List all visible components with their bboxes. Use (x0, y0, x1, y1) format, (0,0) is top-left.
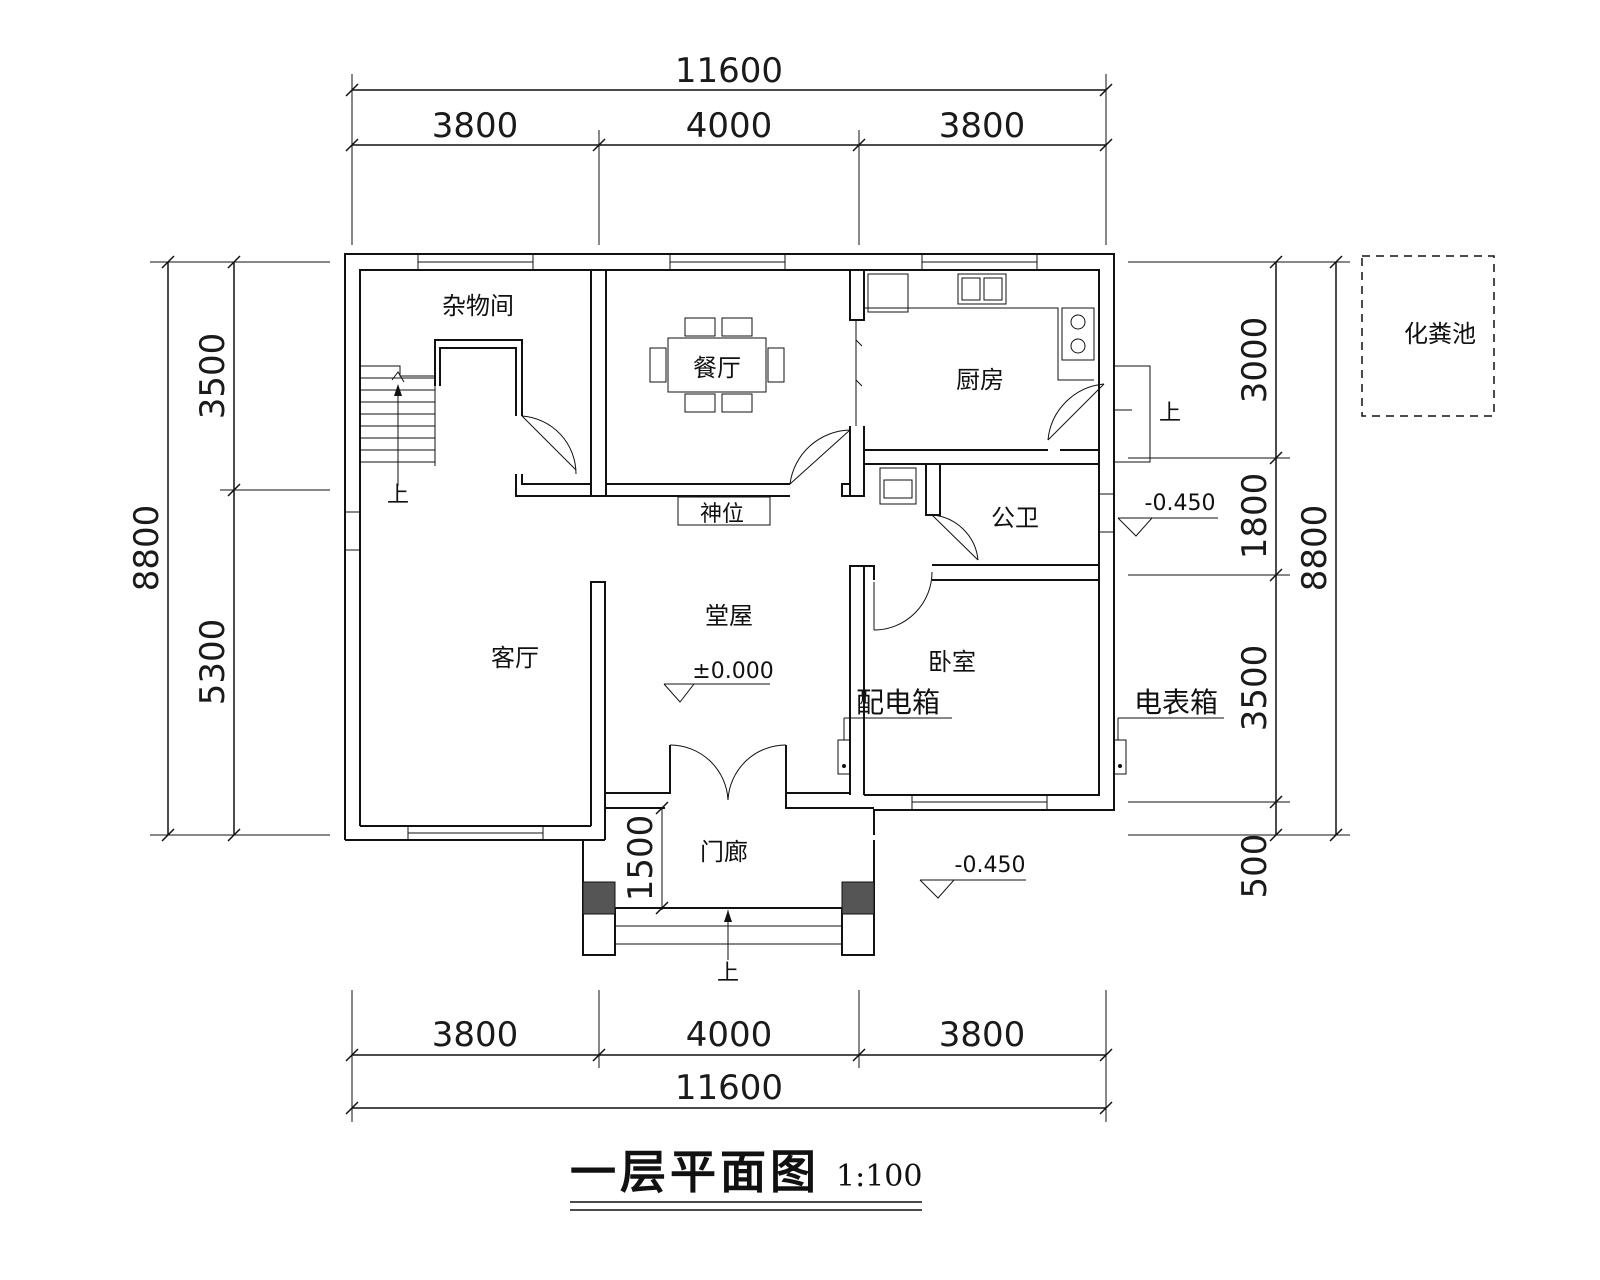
interior-walls (434, 270, 1151, 795)
top-dimension-3: 3800 (939, 106, 1026, 146)
septic-tank-label: 化粪池 (1404, 320, 1476, 348)
bottom-dimension-3: 3800 (939, 1015, 1026, 1055)
hall-level-mark: ±0.000 (692, 659, 773, 684)
bottom-dimension-2: 4000 (686, 1015, 773, 1055)
shrine-table: 神位 (677, 496, 771, 527)
kitchen-up-label: 上 (1159, 401, 1181, 426)
bottom-dimensions: 3800 4000 3800 11600 (345, 990, 1113, 1122)
top-dimensions: 11600 3800 4000 3800 (345, 51, 1113, 245)
right-dimensions: 3000 1800 3500 500 8800 (1128, 255, 1350, 899)
bottom-total-dimension: 11600 (675, 1068, 783, 1108)
top-total-dimension: 11600 (675, 51, 783, 91)
bottom-dimension-1: 3800 (432, 1015, 519, 1055)
porch-up-label: 上 (717, 961, 739, 986)
right-dimension-1: 3000 (1235, 317, 1275, 404)
storage-room-label: 杂物间 (442, 292, 514, 320)
meter-box-label: 电表箱 (1134, 686, 1218, 719)
left-dimensions: 8800 3500 5300 (127, 255, 330, 842)
bathroom-label: 公卫 (991, 504, 1039, 532)
level-marks: ±0.000 -0.450 -0.450 (663, 491, 1218, 899)
top-dimension-1: 3800 (432, 106, 519, 146)
windows (344, 253, 1115, 841)
dining-room-label: 餐厅 (693, 354, 741, 382)
drawing-title: 一层平面图 1:100 (570, 1145, 922, 1211)
left-dimension-1: 3500 (193, 333, 233, 420)
hall-label: 堂屋 (705, 602, 753, 630)
drawing-scale: 1:100 (836, 1159, 922, 1194)
right-total-dimension: 8800 (1295, 505, 1335, 592)
right-dimension-3: 3500 (1235, 645, 1275, 732)
left-dimension-2: 5300 (193, 619, 233, 706)
kitchen-fixtures (864, 273, 1095, 381)
doors: 上 (521, 320, 1181, 801)
septic-tank: 化粪池 (1361, 255, 1495, 417)
outer-walls (344, 253, 1115, 841)
room-labels: 杂物间 餐厅 厨房 公卫 堂屋 客厅 卧室 门廊 (442, 292, 1039, 866)
porch-level-mark: -0.450 (955, 853, 1026, 878)
shrine-label: 神位 (700, 502, 744, 527)
right-dimension-2: 1800 (1235, 473, 1275, 560)
stair-up-label: 上 (387, 483, 409, 508)
porch-label: 门廊 (700, 838, 748, 866)
bedroom-label: 卧室 (928, 648, 976, 676)
porch-depth-dimension: 1500 (621, 815, 661, 902)
drawing-title-text: 一层平面图 (570, 1145, 820, 1199)
stairs: 上 (360, 365, 436, 508)
right-dimension-4: 500 (1235, 834, 1275, 899)
distribution-box-label: 配电箱 (856, 686, 940, 719)
east-level-mark: -0.450 (1145, 491, 1216, 516)
porch: 上 1500 (582, 801, 875, 986)
electrical-boxes: 配电箱 电表箱 (837, 686, 1224, 775)
dining-table (649, 317, 785, 413)
top-dimension-2: 4000 (686, 106, 773, 146)
kitchen-label: 厨房 (956, 366, 1004, 394)
bathroom-fixtures (879, 467, 917, 505)
left-total-dimension: 8800 (127, 505, 167, 592)
living-room-label: 客厅 (491, 644, 539, 672)
